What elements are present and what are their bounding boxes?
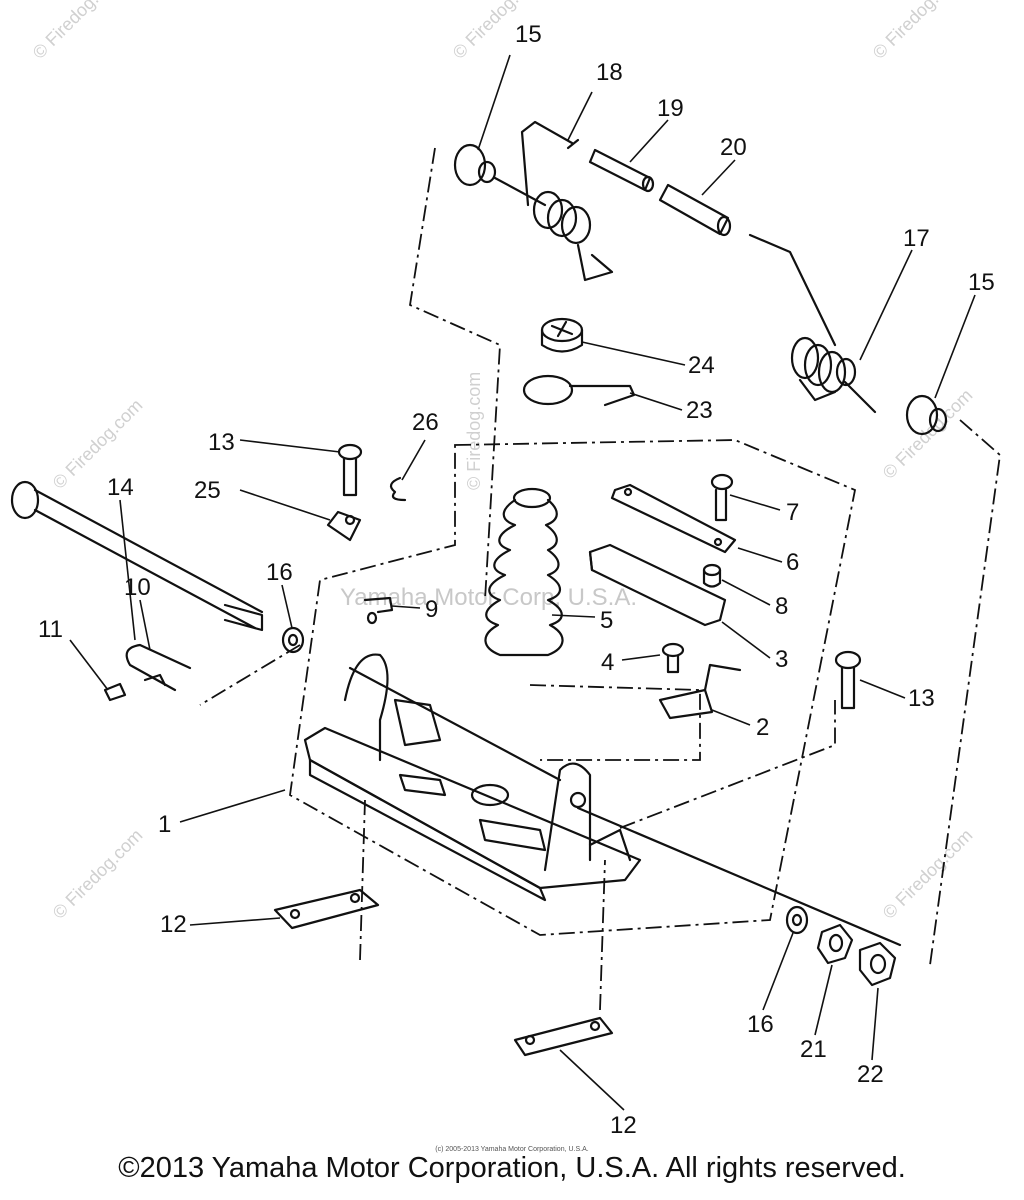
callout-14: 14 <box>107 474 134 501</box>
leader-lines <box>69 54 976 1111</box>
assembly-dash-lines <box>199 147 1001 1011</box>
copyright-footer: ©2013 Yamaha Motor Corporation, U.S.A. A… <box>118 1152 906 1184</box>
callout-3: 3 <box>775 646 788 673</box>
part-11-pin <box>103 673 167 702</box>
part-12-plate-left <box>273 888 380 930</box>
callout-16: 16 <box>266 559 293 586</box>
callout-6: 6 <box>786 549 799 576</box>
part-16-washer-left <box>281 626 305 654</box>
small-copyright-text: (c) 2005-2013 Yamaha Motor Corporation, … <box>435 1146 589 1153</box>
part-10-u-bolt <box>125 643 192 692</box>
callout-labels: 15 18 19 20 17 15 24 23 13 26 14 25 7 6 … <box>38 21 995 1139</box>
callout-19: 19 <box>657 95 684 122</box>
part-12-plate-bottom <box>513 1016 614 1057</box>
callout-15: 15 <box>515 21 542 48</box>
part-24-cap <box>540 317 584 353</box>
part-9-grommet <box>363 596 394 625</box>
callout-12: 12 <box>610 1112 637 1139</box>
callout-13: 13 <box>208 429 235 456</box>
part-2-bracket <box>658 663 742 720</box>
callout-2: 2 <box>756 714 769 741</box>
callout-9: 9 <box>425 596 438 623</box>
callout-23: 23 <box>686 397 713 424</box>
callout-11: 11 <box>38 616 63 643</box>
part-13-bolt-right <box>834 650 862 710</box>
part-21-nut <box>816 923 854 965</box>
part-15-bushing-right <box>905 394 948 436</box>
part-23-strap <box>522 374 636 407</box>
watermark-text: © Firedog.com <box>879 385 977 483</box>
part-25-bracket <box>326 510 362 542</box>
callout-10: 10 <box>124 574 151 601</box>
part-22-nut <box>858 941 897 987</box>
part-5-bellows <box>484 487 564 657</box>
callout-24: 24 <box>688 352 715 379</box>
part-7-bolt <box>710 473 734 522</box>
part-4-screw <box>661 642 685 674</box>
callout-26: 26 <box>412 409 439 436</box>
callout-13: 13 <box>908 685 935 712</box>
part-17-torsion-spring <box>748 233 877 414</box>
callout-21: 21 <box>800 1036 827 1063</box>
part-13-bolt-upper <box>337 443 363 497</box>
part-3-block <box>588 543 727 627</box>
part-6-plate <box>610 483 737 554</box>
part-1-base-frame <box>303 653 902 947</box>
callout-20: 20 <box>720 134 747 161</box>
watermark-text: © Firedog.com <box>464 372 484 490</box>
part-20-collar <box>658 183 732 237</box>
callout-15: 15 <box>968 269 995 296</box>
callout-16: 16 <box>747 1011 774 1038</box>
part-18-torsion-spring <box>520 120 614 282</box>
callout-18: 18 <box>596 59 623 86</box>
watermark-text: © Firedog.com <box>879 825 977 923</box>
callout-25: 25 <box>194 477 221 504</box>
part-19-sleeve <box>588 148 655 193</box>
callout-17: 17 <box>903 225 930 252</box>
watermark-text: © Firedog.com <box>869 0 967 63</box>
callout-12: 12 <box>160 911 187 938</box>
part-16-washer-right <box>785 905 809 935</box>
callout-7: 7 <box>786 499 799 526</box>
watermark-text: © Firedog.com <box>49 825 147 923</box>
callout-1: 1 <box>158 811 171 838</box>
watermark-layer: © Firedog.com © Firedog.com © Firedog.co… <box>29 0 977 923</box>
callout-22: 22 <box>857 1061 884 1088</box>
part-26-clip <box>389 476 407 502</box>
callout-4: 4 <box>601 649 614 676</box>
part-8-pin <box>702 563 722 588</box>
part-14-axle <box>10 480 264 632</box>
callout-5: 5 <box>600 607 613 634</box>
watermark-text: © Firedog.com <box>29 0 127 63</box>
callout-8: 8 <box>775 593 788 620</box>
part-15-bushing-upper <box>453 143 547 207</box>
